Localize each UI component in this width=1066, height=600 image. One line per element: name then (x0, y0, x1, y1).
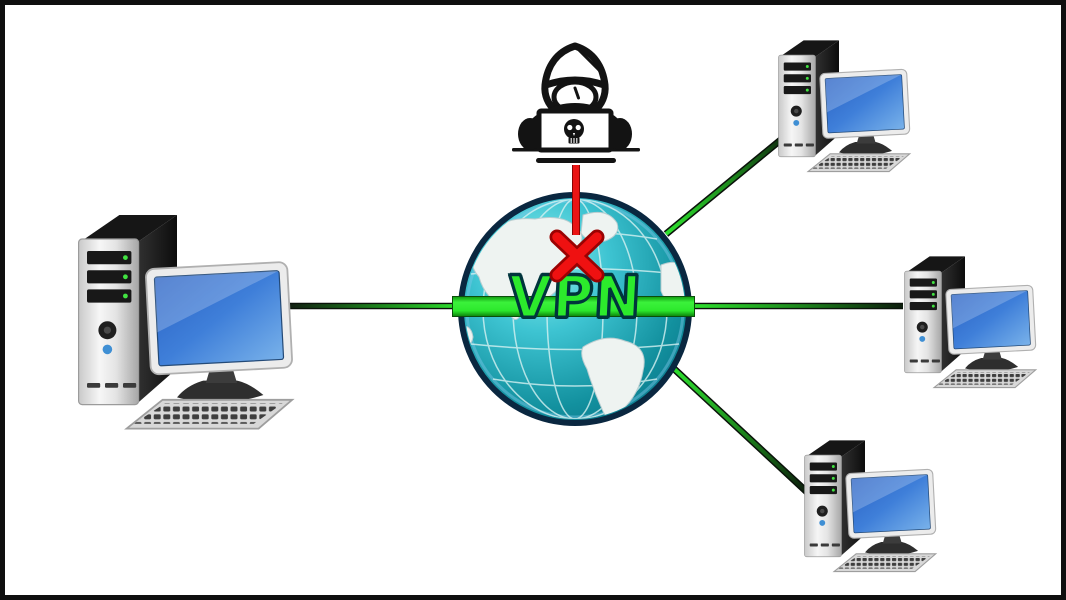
face-mark (573, 86, 580, 100)
connection-lines (290, 126, 903, 496)
desktop-computer-icon-top-right (765, 33, 913, 173)
vpn-banner (452, 296, 695, 317)
hacker-icon (512, 42, 640, 163)
skull-icon (564, 119, 584, 144)
desktop-computer-icon-client-left (57, 203, 297, 431)
connection-vpn-to-top-right (663, 126, 797, 237)
right-arm (608, 118, 632, 150)
x-blocked-icon (549, 229, 605, 283)
hacker-attack-line (572, 165, 580, 235)
desktop-computer-icon-bottom-right (791, 433, 939, 573)
connection-vpn-to-bottom-right (668, 363, 811, 496)
laptop-base (536, 158, 616, 163)
desktop-computer-icon-middle-right (891, 249, 1039, 389)
left-arm (518, 118, 542, 150)
